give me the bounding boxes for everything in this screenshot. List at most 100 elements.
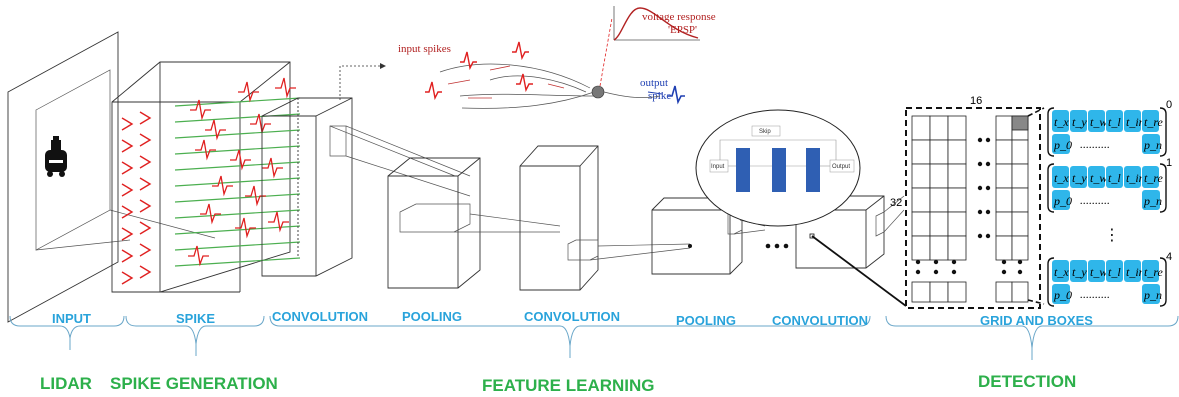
grid-cell — [947, 211, 967, 237]
pool1-block — [387, 157, 561, 289]
param-p0: p_0 — [1053, 288, 1072, 302]
stage-spike: SPIKE — [176, 311, 215, 326]
grid-cell — [929, 187, 949, 213]
input-frame — [7, 31, 216, 323]
grid-cell — [947, 163, 967, 189]
param-cell — [1124, 110, 1141, 132]
param-pn: p_n — [1143, 288, 1162, 302]
param-ellipsis: .......... — [1080, 287, 1110, 301]
param-cell — [1052, 190, 1070, 210]
stage-pooling-2: POOLING — [676, 313, 736, 328]
param-cell — [1070, 166, 1087, 188]
param-t_x: t_x — [1054, 265, 1069, 279]
section-spike-generation: SPIKE GENERATION — [110, 374, 278, 393]
box-index-4: 4 — [1166, 251, 1172, 263]
param-cell — [1106, 166, 1123, 188]
param-p0: p_0 — [1053, 194, 1072, 208]
param-cell — [1070, 110, 1087, 132]
stage-input: INPUT — [52, 311, 91, 326]
grid-cell — [995, 281, 1013, 303]
grid-cell — [929, 235, 949, 261]
braces — [9, 315, 1179, 360]
grid-height-label: 32 — [890, 197, 902, 209]
param-cell — [1142, 284, 1160, 304]
grid-cell — [929, 281, 949, 303]
param-cell — [1052, 260, 1069, 282]
grid-cell — [995, 139, 1013, 165]
param-cell — [1052, 284, 1070, 304]
stage-convolution-1: CONVOLUTION — [272, 309, 368, 324]
input-plane — [7, 31, 119, 323]
grid-cell — [929, 211, 949, 237]
grid-cell — [947, 235, 967, 261]
detection-grid: 16 32 — [890, 95, 1045, 309]
param-ellipsis: .......... — [1080, 193, 1110, 207]
spike-chevrons — [121, 111, 152, 285]
stage-pooling-1: POOLING — [402, 309, 462, 324]
grid-cell — [911, 115, 931, 141]
param-pn: p_n — [1143, 138, 1162, 152]
param-t_w: t_w — [1090, 171, 1107, 185]
spike-train-lines — [174, 97, 301, 267]
param-t_w: t_w — [1090, 115, 1107, 129]
epsp-label: 'EPSP' — [668, 24, 697, 36]
skip-connection-block: Skip Input Output — [695, 109, 861, 227]
grid-cell — [911, 187, 931, 213]
param-cell — [1088, 166, 1105, 188]
box-index-1: 1 — [1166, 157, 1172, 169]
grid-cell — [911, 281, 931, 303]
grid-cell — [911, 163, 931, 189]
spike-waveforms — [188, 77, 296, 267]
grid-cell — [995, 187, 1013, 213]
stage-grid-and-boxes: GRID AND BOXES — [980, 313, 1093, 328]
grid-cell — [1011, 163, 1029, 189]
grid-cell — [911, 139, 931, 165]
output-label: output — [640, 77, 668, 89]
param-pn: p_n — [1143, 194, 1162, 208]
param-cell — [1142, 260, 1159, 282]
param-p0: p_0 — [1053, 138, 1072, 152]
param-cell — [1142, 166, 1159, 188]
voltage-response-label: voltage response — [642, 11, 716, 23]
spike-block — [111, 61, 301, 293]
param-t_re: t_re — [1144, 115, 1164, 129]
section-detection: DETECTION — [978, 372, 1076, 391]
grid-cell — [947, 281, 967, 303]
param-t_l: t_l — [1108, 265, 1121, 279]
param-cell — [1142, 190, 1160, 210]
input-spikes-label: input spikes — [398, 43, 451, 55]
skip-label: Skip — [759, 129, 771, 135]
grid-cell — [929, 115, 949, 141]
param-cell — [1124, 260, 1141, 282]
grid-width-label: 16 — [970, 95, 982, 107]
param-cell — [1142, 134, 1160, 154]
param-t_x: t_x — [1054, 171, 1069, 185]
section-feature-learning: FEATURE LEARNING — [482, 376, 655, 395]
grid-cell — [929, 163, 949, 189]
box-index-0: 0 — [1166, 99, 1172, 111]
param-cell — [1142, 110, 1159, 132]
param-cell — [1124, 166, 1141, 188]
param-t_x: t_x — [1054, 115, 1069, 129]
param-cell — [1052, 166, 1069, 188]
grid-cell — [929, 139, 949, 165]
grid-cell — [1011, 281, 1029, 303]
param-t_y: t_y — [1072, 171, 1087, 185]
conv2-block — [519, 145, 691, 291]
param-cell — [1106, 260, 1123, 282]
grid-cell — [995, 115, 1013, 141]
grid-cell — [911, 235, 931, 261]
param-t_re: t_re — [1144, 171, 1164, 185]
grid-cell — [911, 211, 931, 237]
param-cell — [1052, 134, 1070, 154]
stage-convolution-2: CONVOLUTION — [524, 309, 620, 324]
conv1-block — [261, 63, 471, 277]
skip-output-label: Output — [832, 164, 850, 170]
section-lidar: LIDAR — [40, 374, 92, 393]
grid-cell — [1011, 235, 1029, 261]
grid-cell — [1011, 139, 1029, 165]
grid-cell — [995, 163, 1013, 189]
